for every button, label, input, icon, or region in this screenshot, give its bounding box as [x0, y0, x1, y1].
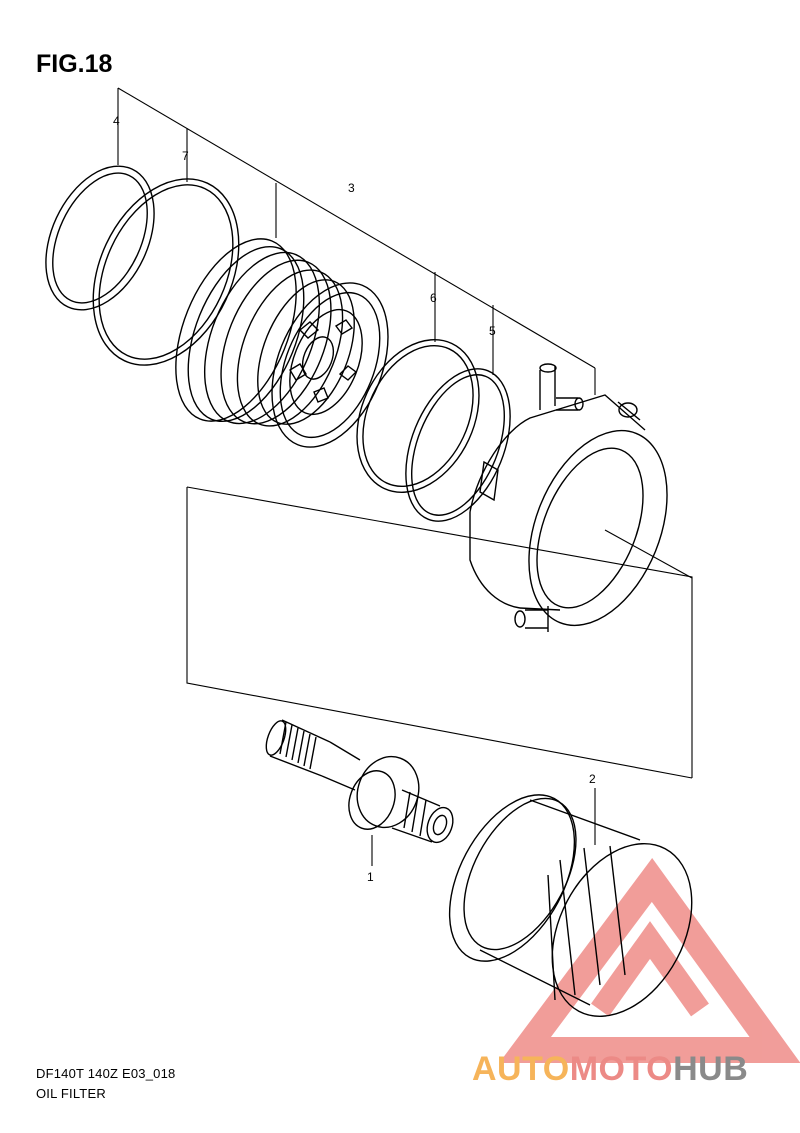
watermark-part-auto: AUTO [472, 1050, 570, 1088]
callout-3: 3 [348, 181, 355, 195]
watermark-logo-icon [499, 858, 800, 1063]
o-ring-7 [92, 178, 240, 366]
callout-2: 2 [589, 772, 596, 786]
watermark-part-moto: MOTO [569, 1050, 674, 1088]
callout-5: 5 [489, 324, 496, 338]
callout-7: 7 [182, 149, 189, 163]
callout-1: 1 [367, 870, 374, 884]
filter-adapter-housing [469, 363, 668, 632]
o-ring-4 [45, 165, 155, 311]
bracket-lines [117, 87, 693, 866]
figure-title: FIG.18 [36, 50, 113, 78]
oil-cooler-3 [175, 238, 389, 448]
watermark-part-hub: HUB [673, 1050, 749, 1088]
callout-4: 4 [113, 114, 120, 128]
oil-filter-2 [448, 794, 693, 1017]
diagram-model-code: DF140T 140Z E03_018 [36, 1066, 176, 1081]
stud-bolt-1 [265, 719, 454, 844]
diagram-name: OIL FILTER [36, 1086, 106, 1101]
o-ring-5 [405, 368, 511, 522]
watermark-text: AUTOMOTOHUB [472, 1050, 748, 1089]
o-ring-6 [356, 339, 480, 493]
callout-6: 6 [430, 291, 437, 305]
